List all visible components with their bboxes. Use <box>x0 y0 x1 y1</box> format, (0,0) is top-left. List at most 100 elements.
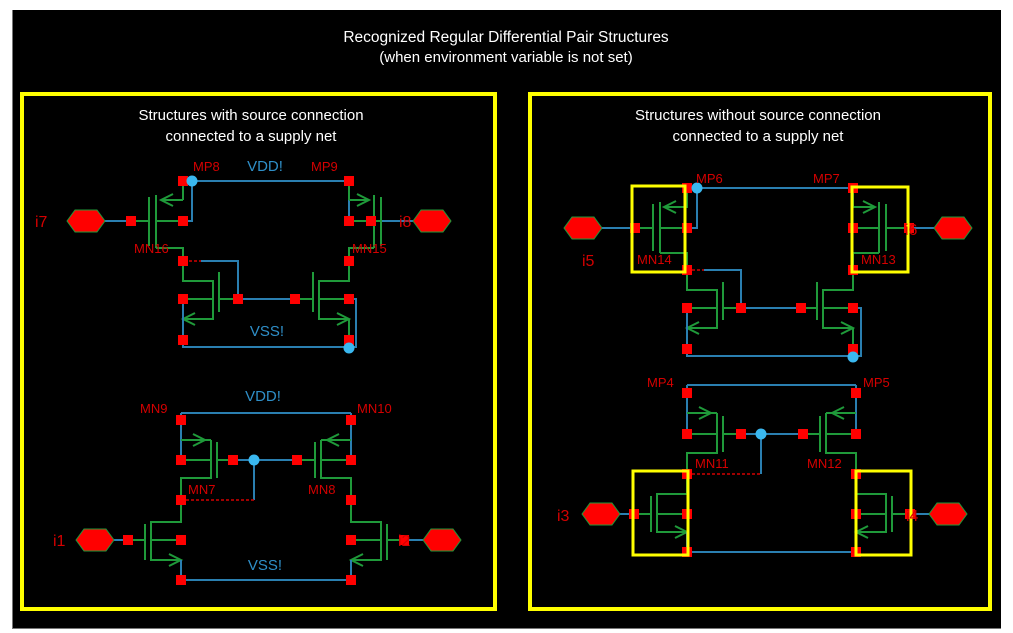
pin-square <box>176 575 186 585</box>
net-label-vdd: VDD! <box>245 388 281 405</box>
pin-square <box>344 335 354 345</box>
wire <box>687 188 698 229</box>
wire <box>686 532 857 553</box>
pin-label: i8 <box>399 214 412 231</box>
schematic-canvas: Recognized Regular Differential Pair Str… <box>12 10 1001 629</box>
highlight-box <box>631 469 690 557</box>
diagram-title: Recognized Regular Differential Pair Str… <box>343 29 669 46</box>
pin-label: i1 <box>53 533 66 550</box>
pin-square <box>798 429 808 439</box>
right-panel-heading: Structures without source connection <box>635 107 881 124</box>
pin-square <box>848 303 858 313</box>
arrow-line <box>158 193 174 207</box>
pin-square <box>344 294 354 304</box>
pin-square <box>848 344 858 354</box>
port-hexagon <box>66 209 106 233</box>
pin-square <box>682 183 692 193</box>
pin-square <box>178 335 188 345</box>
device-label: MP4 <box>647 375 674 390</box>
device-line <box>656 474 688 533</box>
pin-square <box>682 344 692 354</box>
pin-square <box>736 429 746 439</box>
junction-dot <box>691 182 703 194</box>
left-panel-border <box>20 92 497 611</box>
arrow-line <box>698 406 714 420</box>
device-label: MN9 <box>140 401 167 416</box>
wire <box>182 299 349 348</box>
pin-square <box>126 216 136 226</box>
arrow-line <box>192 433 208 447</box>
pin-square <box>178 216 188 226</box>
arrow-line <box>862 200 878 214</box>
device-line <box>350 498 382 561</box>
circuits-group <box>66 175 973 585</box>
pin-square <box>851 429 861 439</box>
pin-square <box>292 455 302 465</box>
device-label: MN15 <box>352 241 387 256</box>
wire <box>686 308 853 357</box>
junction-dot <box>343 342 355 354</box>
pin-square <box>290 294 300 304</box>
pin-square <box>178 256 188 266</box>
pin-square <box>178 294 188 304</box>
pin-square <box>630 223 640 233</box>
pin-square <box>344 176 354 186</box>
left-panel-subheading: connected to a supply net <box>166 128 338 145</box>
junction-dot <box>755 428 767 440</box>
device-label: MN13 <box>861 252 896 267</box>
pin-label: i4 <box>906 508 919 525</box>
right-panel-subheading: connected to a supply net <box>673 128 845 145</box>
device-label: MN12 <box>807 456 842 471</box>
pin-label: i2 <box>398 533 411 550</box>
port-hexagon <box>581 502 621 526</box>
junction-dot <box>248 454 260 466</box>
device-label: MP5 <box>863 375 890 390</box>
port-hexagon <box>928 502 968 526</box>
device-line <box>150 498 182 561</box>
port-hexagon <box>422 528 462 552</box>
pin-square <box>346 415 356 425</box>
arrow-line <box>829 406 845 420</box>
left-panel-heading: Structures with source connection <box>138 107 363 124</box>
pin-label: i5 <box>582 253 595 270</box>
device-label: MN8 <box>308 482 335 497</box>
port-hexagon <box>933 216 973 240</box>
pin-square <box>344 256 354 266</box>
pin-square <box>176 495 186 505</box>
pin-square <box>176 535 186 545</box>
device-label: MN16 <box>134 241 169 256</box>
device-label: MN11 <box>695 456 729 471</box>
pin-square <box>178 176 188 186</box>
wire <box>183 181 193 222</box>
pin-square <box>346 535 356 545</box>
device-line <box>822 270 854 329</box>
device-line <box>182 261 214 320</box>
pin-square <box>682 429 692 439</box>
device-line <box>855 474 887 533</box>
pin-label: i6 <box>905 222 918 239</box>
pin-square <box>682 223 692 233</box>
arrow-line <box>324 433 340 447</box>
device-label: MP9 <box>311 159 338 174</box>
net-label-vss: VSS! <box>250 323 284 340</box>
device-label: MN10 <box>357 401 392 416</box>
pin-square <box>123 535 133 545</box>
pin-label: i3 <box>557 508 570 525</box>
port-hexagon <box>75 528 115 552</box>
wire <box>201 260 239 299</box>
pin-square <box>228 455 238 465</box>
pin-label: i7 <box>35 214 48 231</box>
highlight-box <box>850 185 910 274</box>
pin-square <box>736 303 746 313</box>
device-label: MP6 <box>696 171 723 186</box>
pin-square <box>682 265 692 275</box>
net-label-vss: VSS! <box>248 557 282 574</box>
device-label: MN7 <box>188 482 215 497</box>
highlight-box <box>630 184 687 274</box>
right-panel-border <box>528 92 992 611</box>
pin-square <box>682 303 692 313</box>
pin-square <box>682 388 692 398</box>
arrow-line <box>661 200 677 214</box>
diagram-subtitle: (when environment variable is not set) <box>379 49 632 66</box>
pin-square <box>399 535 409 545</box>
